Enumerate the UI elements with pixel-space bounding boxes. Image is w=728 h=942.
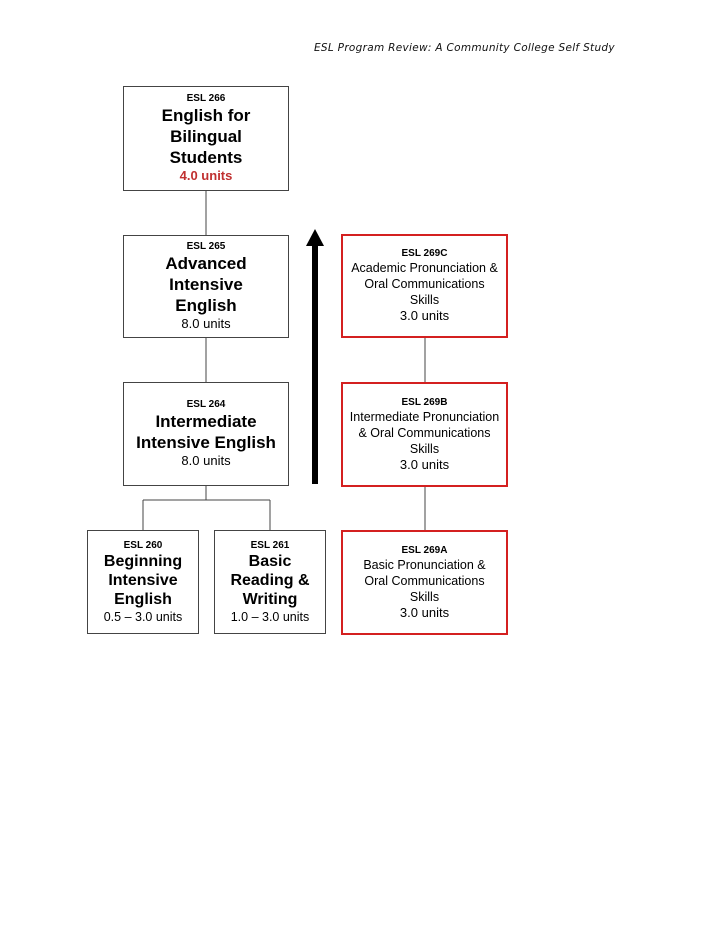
course-units: 4.0 units xyxy=(179,168,233,183)
course-units: 8.0 units xyxy=(181,316,231,331)
course-code: ESL 266 xyxy=(186,93,226,104)
course-code: ESL 265 xyxy=(186,241,226,252)
course-box-esl261: ESL 261 Basic Reading & Writing 1.0 – 3.… xyxy=(214,530,326,634)
course-box-esl269c: ESL 269C Academic Pronunciation & Oral C… xyxy=(341,234,508,338)
course-units: 8.0 units xyxy=(181,453,231,468)
course-box-esl266: ESL 266 English for Bilingual Students 4… xyxy=(123,86,289,191)
course-units: 0.5 – 3.0 units xyxy=(103,609,183,624)
course-title: English for Bilingual Students xyxy=(161,106,251,167)
course-box-esl264: ESL 264 Intermediate Intensive English 8… xyxy=(123,382,289,486)
course-code: ESL 269B xyxy=(401,396,448,408)
page-header: ESL Program Review: A Community College … xyxy=(314,42,615,54)
course-box-esl269b: ESL 269B Intermediate Pronunciation & Or… xyxy=(341,382,508,487)
course-code: ESL 269A xyxy=(401,544,448,556)
progression-arrow-icon xyxy=(306,229,324,484)
course-code: ESL 264 xyxy=(186,399,226,410)
course-code: ESL 260 xyxy=(123,539,163,551)
course-title: Academic Pronunciation & Oral Communicat… xyxy=(351,261,498,307)
course-title: Advanced Intensive English xyxy=(165,254,247,315)
course-code: ESL 261 xyxy=(250,539,290,551)
course-code: ESL 269C xyxy=(401,248,448,259)
course-units: 3.0 units xyxy=(399,308,450,323)
course-box-esl265: ESL 265 Advanced Intensive English 8.0 u… xyxy=(123,235,289,338)
course-title: Intermediate Pronunciation & Oral Commun… xyxy=(349,409,500,456)
course-title: Basic Pronunciation & Oral Communication… xyxy=(363,557,486,604)
course-box-esl260: ESL 260 Beginning Intensive English 0.5 … xyxy=(87,530,199,634)
course-title: Basic Reading & Writing xyxy=(230,552,310,608)
course-title: Intermediate Intensive English xyxy=(136,412,276,452)
course-units: 3.0 units xyxy=(399,456,450,472)
course-box-esl269a: ESL 269A Basic Pronunciation & Oral Comm… xyxy=(341,530,508,635)
course-units: 1.0 – 3.0 units xyxy=(230,609,310,624)
course-title: Beginning Intensive English xyxy=(103,552,183,608)
course-units: 3.0 units xyxy=(399,604,450,620)
